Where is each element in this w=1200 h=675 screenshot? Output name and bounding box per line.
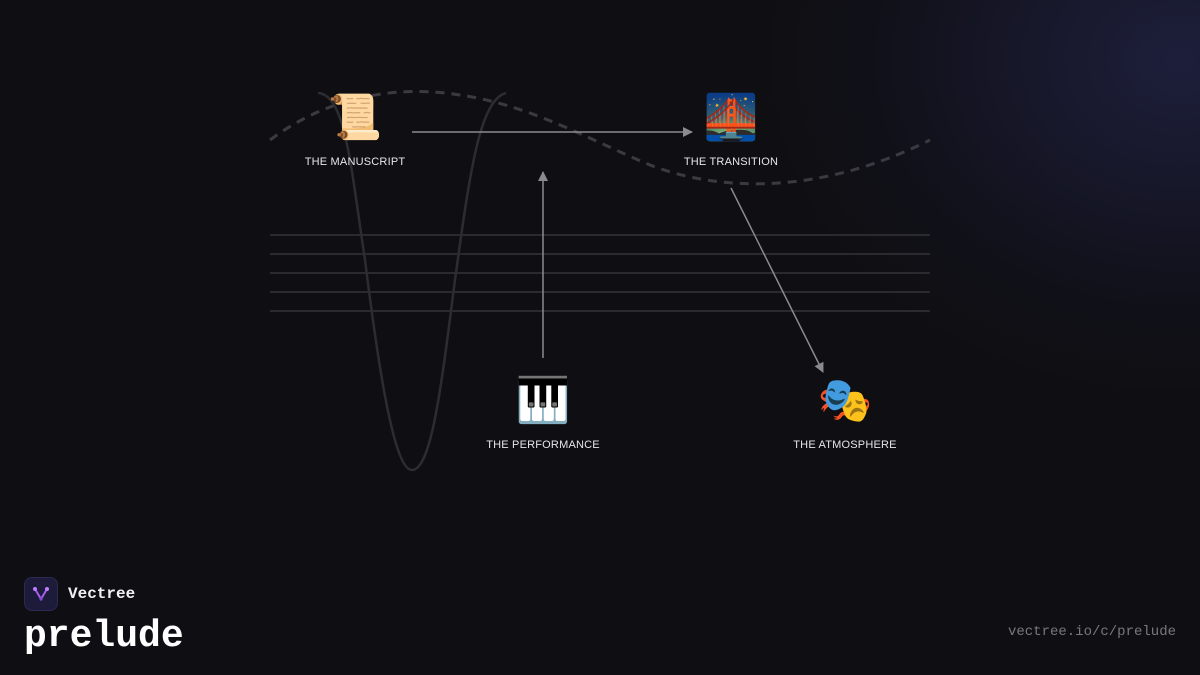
- brand-name: Vectree: [68, 585, 136, 603]
- node-label: THE ATMOSPHERE: [793, 439, 897, 451]
- music-staff: [270, 234, 930, 312]
- node-label: THE PERFORMANCE: [486, 439, 600, 451]
- product-title: prelude: [24, 615, 184, 658]
- node-performance[interactable]: 🎹 THE PERFORMANCE: [453, 375, 633, 451]
- node-atmosphere[interactable]: 🎭 THE ATMOSPHERE: [755, 375, 935, 451]
- bridge-icon: 🌉: [703, 92, 759, 143]
- scroll-icon: 📜: [327, 92, 383, 143]
- loop-curve: [317, 91, 507, 472]
- footer-url[interactable]: vectree.io/c/prelude: [1007, 624, 1176, 640]
- node-transition[interactable]: 🌉 THE TRANSITION: [641, 92, 821, 168]
- edge-transition-atmosphere: [730, 187, 824, 373]
- theater-masks-icon: 🎭: [817, 375, 873, 426]
- node-label: THE TRANSITION: [683, 156, 779, 168]
- node-label: THE MANUSCRIPT: [304, 156, 406, 168]
- edges: [412, 127, 824, 373]
- vectree-logo-icon: [24, 577, 58, 611]
- piano-icon: 🎹: [515, 375, 571, 426]
- node-manuscript[interactable]: 📜 THE MANUSCRIPT: [265, 92, 445, 168]
- brand-block: Vectree prelude: [24, 577, 184, 659]
